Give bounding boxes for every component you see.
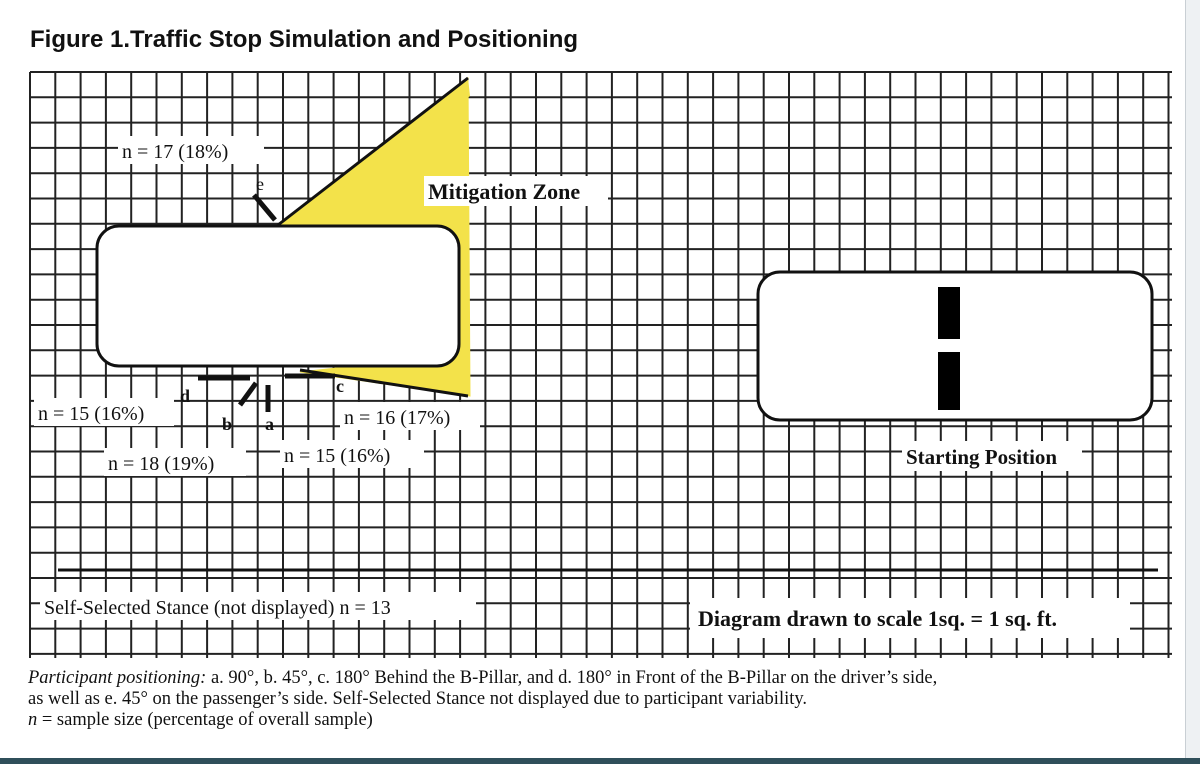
label-n-c: n = 16 (17%): [344, 407, 450, 429]
caption-line-1-text: a. 90°, b. 45°, c. 180° Behind the B-Pil…: [206, 668, 938, 688]
label-n-b: n = 18 (19%): [108, 453, 214, 475]
label-self-selected: Self-Selected Stance (not displayed) n =…: [44, 597, 391, 619]
label-n-d: n = 15 (16%): [38, 403, 144, 425]
label-box-n-b: [104, 448, 246, 476]
label-box-n-c: [340, 402, 480, 430]
label-box-n-e: [118, 136, 264, 164]
caption-line-1: Participant positioning: a. 90°, b. 45°,…: [28, 668, 1178, 689]
figure-caption: Participant positioning: a. 90°, b. 45°,…: [28, 668, 1178, 731]
label-starting-position: Starting Position: [906, 445, 1057, 469]
label-letter-b: b: [222, 414, 232, 434]
label-box-n-a: [280, 440, 424, 468]
caption-n-symbol: n: [28, 710, 38, 730]
label-box-self-selected: [40, 592, 476, 620]
caption-line-3: n = sample size (percentage of overall s…: [28, 710, 1178, 731]
mitigation-zone-upper-boundary: [277, 76, 469, 227]
label-letter-e: e: [256, 174, 264, 194]
label-box-n-d: [34, 398, 174, 426]
label-letter-c: c: [336, 376, 344, 396]
light-bar-front: [938, 287, 960, 339]
caption-line-2: as well as e. 45° on the passenger’s sid…: [28, 689, 808, 709]
figure-title: Figure 1.Traffic Stop Simulation and Pos…: [30, 26, 579, 53]
label-mitigation-zone: Mitigation Zone: [428, 179, 580, 204]
label-scale-note: Diagram drawn to scale 1sq. = 1 sq. ft.: [698, 606, 1057, 631]
light-bar-rear: [938, 352, 960, 410]
caption-lead: Participant positioning:: [28, 668, 207, 688]
position-e-marker: [252, 193, 277, 222]
label-letter-d: d: [180, 386, 190, 406]
label-box-scale: [690, 598, 1130, 638]
frame-right-edge: [1185, 0, 1200, 764]
position-b-marker: [237, 381, 259, 407]
caption-line-3-text: = sample size (percentage of overall sam…: [37, 710, 373, 730]
label-n-e: n = 17 (18%): [122, 141, 228, 163]
label-letter-a: a: [265, 414, 274, 434]
patrol-vehicle: [756, 270, 1154, 422]
frame-bottom-edge: [0, 758, 1200, 764]
traffic-stop-diagram: n = 17 (18%) e Mitigation Zone d n = 15 …: [29, 71, 1172, 658]
label-box-mitigation: [424, 176, 608, 206]
label-n-a: n = 15 (16%): [284, 445, 390, 467]
label-box-starting: [902, 441, 1082, 471]
stopped-vehicle: [95, 224, 461, 368]
